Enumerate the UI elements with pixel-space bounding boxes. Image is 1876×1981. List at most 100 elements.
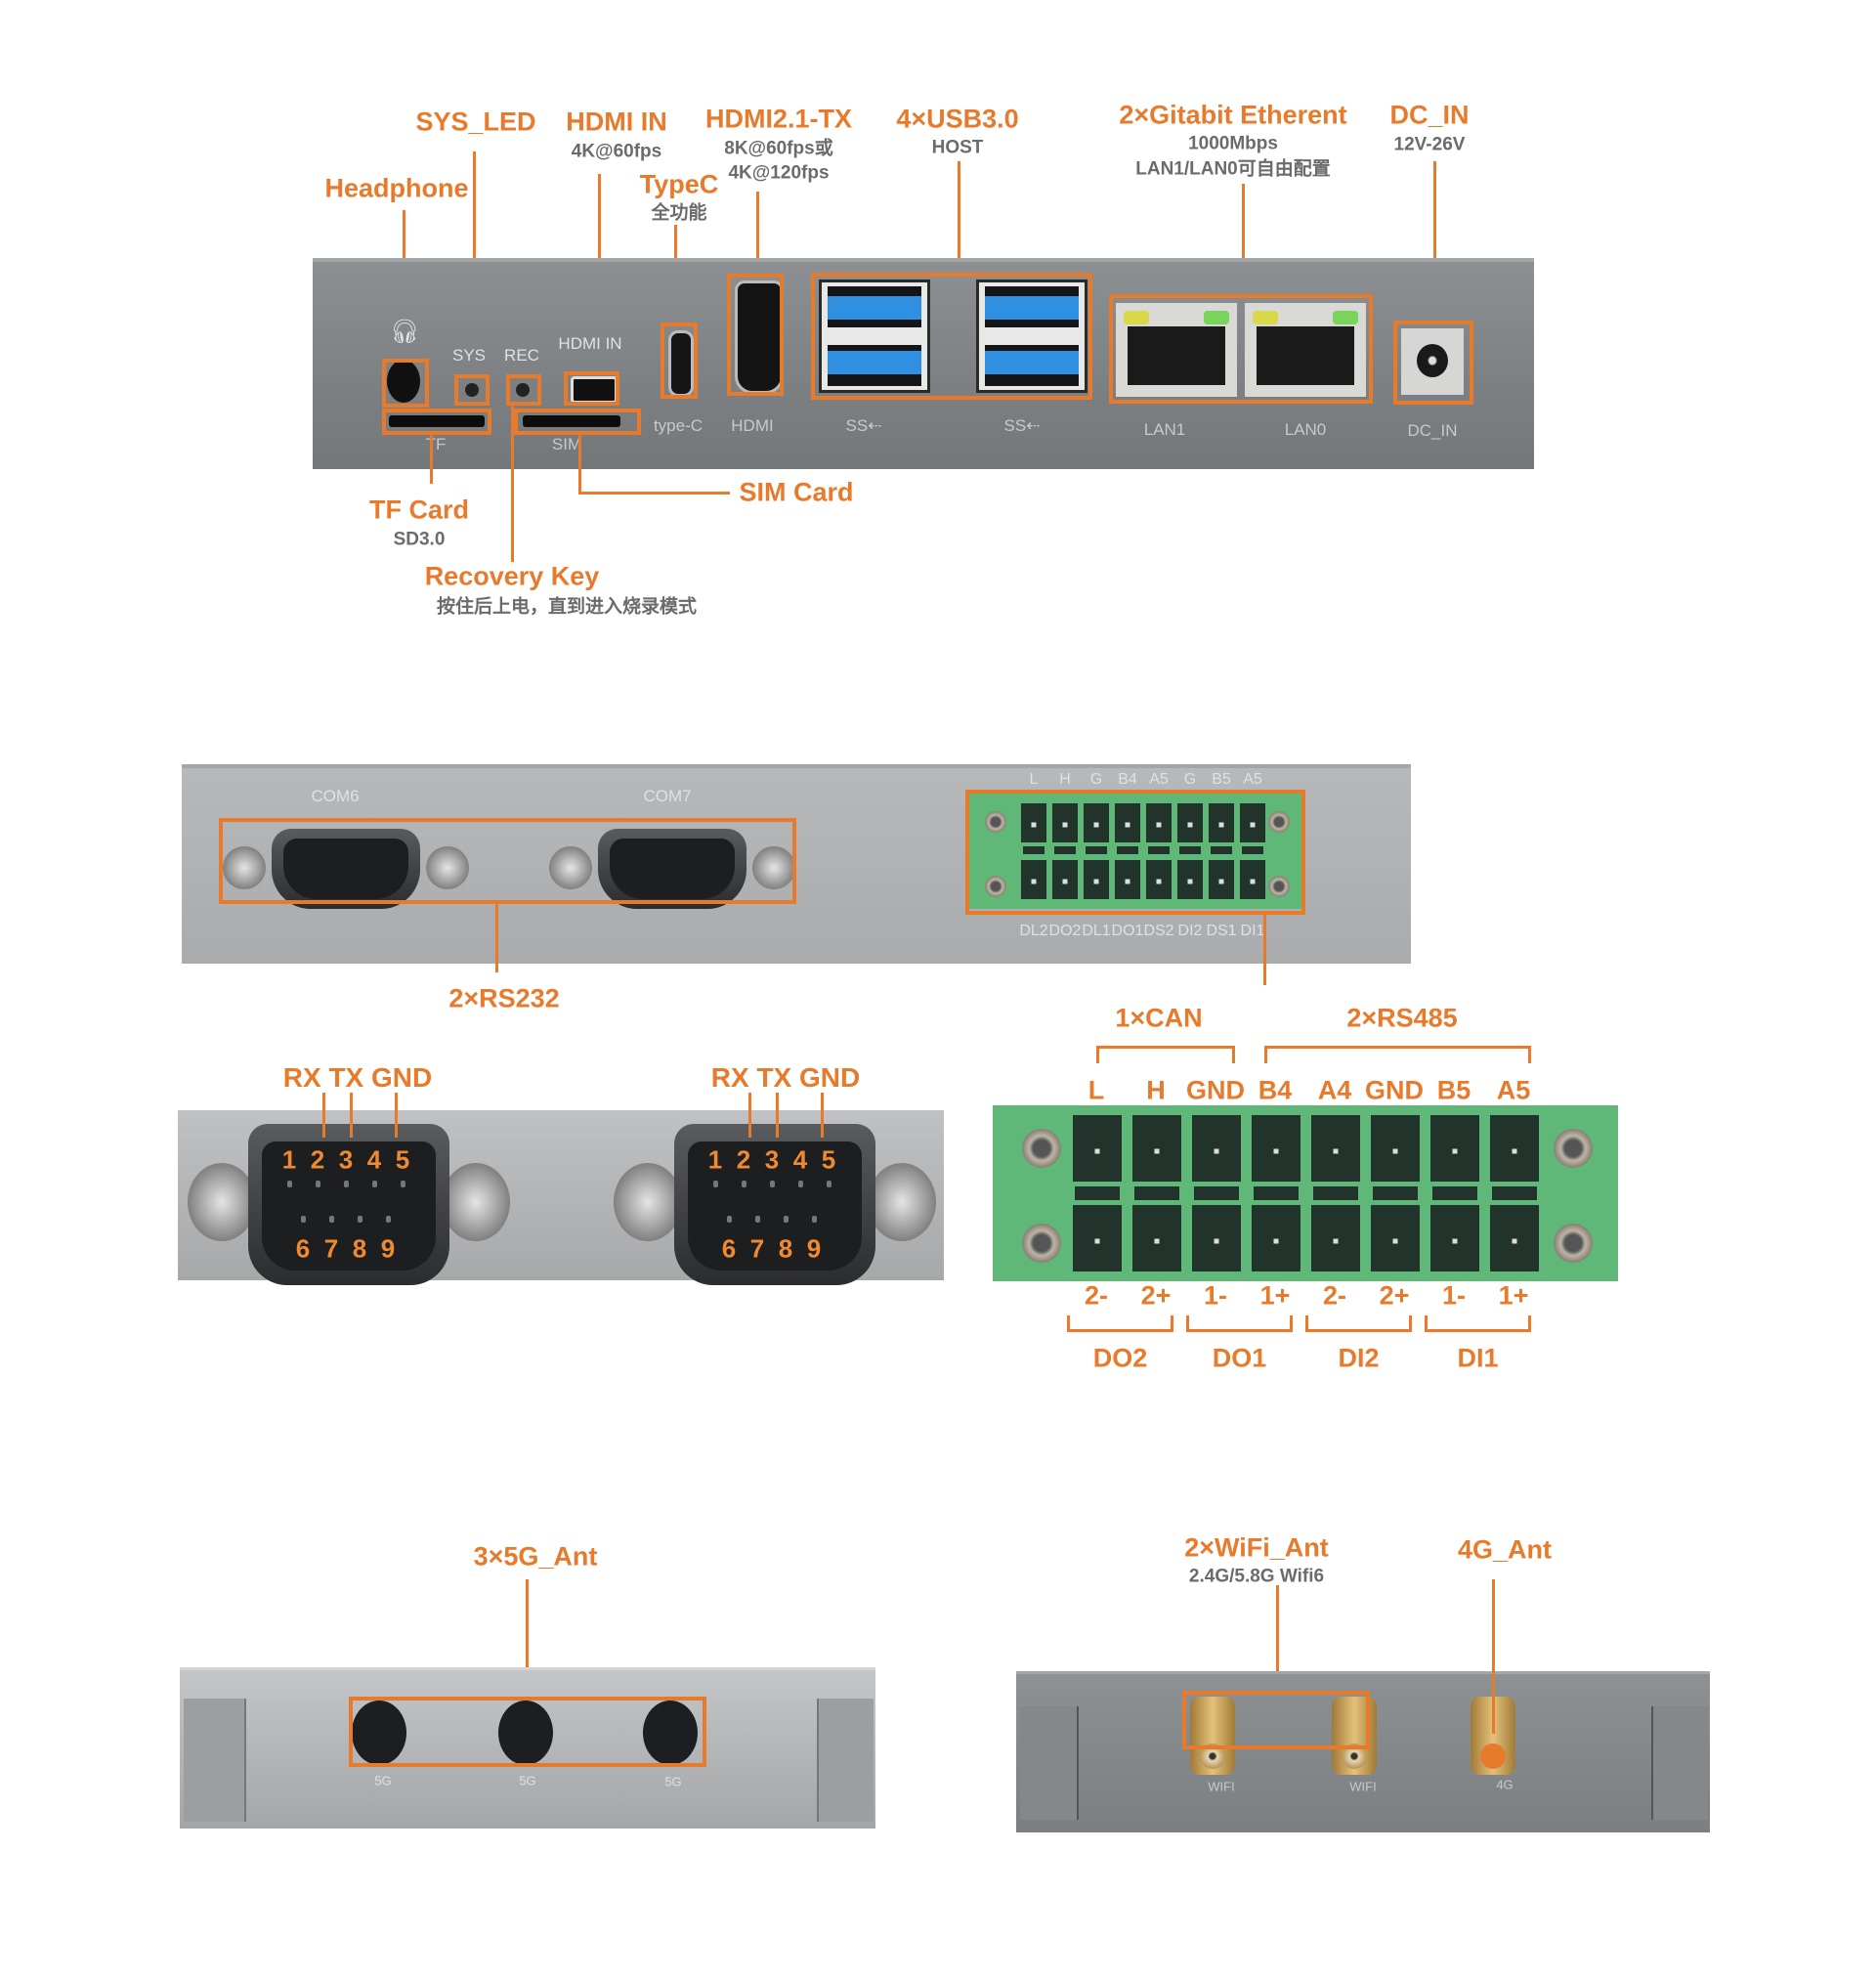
mount-screw [985,811,1006,833]
dc-barrel [1417,344,1448,377]
pin-number: 6 [721,1233,737,1264]
signal-leader [395,1093,398,1138]
pin-number: 3 [764,1144,780,1175]
com7-silk: COM7 [643,787,692,805]
socket-contact [1062,879,1068,884]
terminal-socket [1371,1205,1420,1271]
signal-leader [350,1093,353,1138]
can-bracket [1096,1046,1235,1049]
pin-hole [316,1181,320,1187]
4g-ant-leader [1492,1579,1495,1734]
pin-number: 9 [806,1233,822,1264]
group-bracket-l [1186,1315,1189,1331]
sim-card-label: SIM Card [739,477,854,507]
mount-screw [985,876,1006,897]
terminal-bottom-pin-label: DL1 [1082,923,1111,939]
usb-label: 4×USB3.0 [896,104,1019,134]
tf-card-label: TF Card [368,495,470,525]
terminal-bottom-label: 1- [1441,1280,1467,1311]
socket-contact [1452,1238,1458,1244]
tf-silk: TF [425,435,447,453]
db9-left-signal-label: RX TX GND [282,1062,433,1093]
terminal-top-pin-label: G [1089,771,1103,788]
headphone-label: Headphone [324,173,469,203]
terminal-divider [1179,846,1201,854]
wifi-ant-sublabel: 2.4G/5.8G Wifi6 [1188,1566,1325,1587]
tf-card-sublabel: SD3.0 [393,529,446,550]
terminal-socket [1132,1205,1181,1271]
terminal-divider [1148,846,1170,854]
pin-number: 1 [707,1144,723,1175]
mount-screw [1554,1129,1593,1168]
5g-antenna-cap [498,1701,553,1765]
db9-face [610,839,735,899]
socket-contact [1125,879,1130,884]
terminal-divider [1134,1186,1179,1200]
terminal-pin-label: B5 [1436,1075,1471,1105]
typec-label: TypeC [639,169,719,199]
dc-in-leader [1433,161,1436,323]
typec-silk: type-C [653,416,704,435]
terminal-divider [1313,1186,1358,1200]
terminal-divider [1194,1186,1239,1200]
terminal-socket [1052,860,1078,899]
ethernet-label: 2×Gitabit Etherent [1119,100,1347,130]
recovery-key-leader [511,406,514,562]
tf-card-leader [430,435,433,484]
usb-port-stack-2 [976,280,1087,393]
lan0-led-yellow [1253,311,1278,324]
pin-hole [386,1216,391,1223]
terminal-divider [1075,1186,1120,1200]
hdmi-in-silk: HDMI IN [558,334,622,353]
terminal-bottom-pin-label: DI1 [1240,923,1265,939]
sma-center [1480,1744,1506,1769]
rs232-leader [495,904,498,972]
lan1-port [1116,303,1237,397]
terminal-socket [1240,803,1265,842]
terminal-divider [1086,846,1107,854]
ethernet-box [1109,294,1373,404]
pin-hole [742,1181,746,1187]
socket-contact [1333,1238,1339,1244]
terminal-bottom-pin-label: DO1 [1111,923,1144,939]
signal-leader [821,1093,824,1138]
lan0-jack [1257,326,1354,385]
terminal-socket [1146,860,1172,899]
wifi-port-label: WIFI [1208,1779,1235,1794]
pin-number: 8 [352,1233,367,1264]
mount-screw [1022,1129,1061,1168]
terminal-socket [1430,1205,1479,1271]
5g-port-label: 5G [664,1774,682,1789]
dc-in-sublabel: 12V-26V [1393,134,1466,155]
socket-contact [1154,1238,1160,1244]
pin-hole [755,1216,760,1223]
wifi-ant-box [1182,1691,1370,1749]
5g-antenna-cap [643,1701,698,1765]
terminal-top-pin-label: L [1029,771,1039,788]
terminal-socket [1115,803,1140,842]
group-bracket-r [1290,1315,1293,1331]
socket-contact [1062,822,1068,828]
com6-port [223,829,469,909]
recovery-key-button[interactable] [516,383,530,397]
socket-contact [1214,1148,1219,1154]
mount-screw [1268,811,1290,833]
lan1-led-yellow [1124,311,1149,324]
pin-hole [827,1181,831,1187]
mount-screw [1268,876,1290,897]
dc-in-silk: DC_IN [1407,421,1458,440]
terminal-bottom-pin-label: DS2 [1143,923,1174,939]
pin-hole [329,1216,334,1223]
sys-led-box [454,374,490,406]
pin-number: 4 [792,1144,808,1175]
5g-ant-label: 3×5G_Ant [473,1541,598,1572]
terminal-bottom-pin-label: DL2 [1019,923,1048,939]
group-bracket-l [1425,1315,1428,1331]
socket-contact [1273,1148,1279,1154]
5g-ant-box [349,1697,706,1767]
group-bracket [1067,1329,1173,1332]
terminal-socket [1132,1115,1181,1182]
rec-silk: REC [504,346,539,365]
screw [442,1163,510,1241]
terminal-bottom-pin-label: DO2 [1048,923,1082,939]
